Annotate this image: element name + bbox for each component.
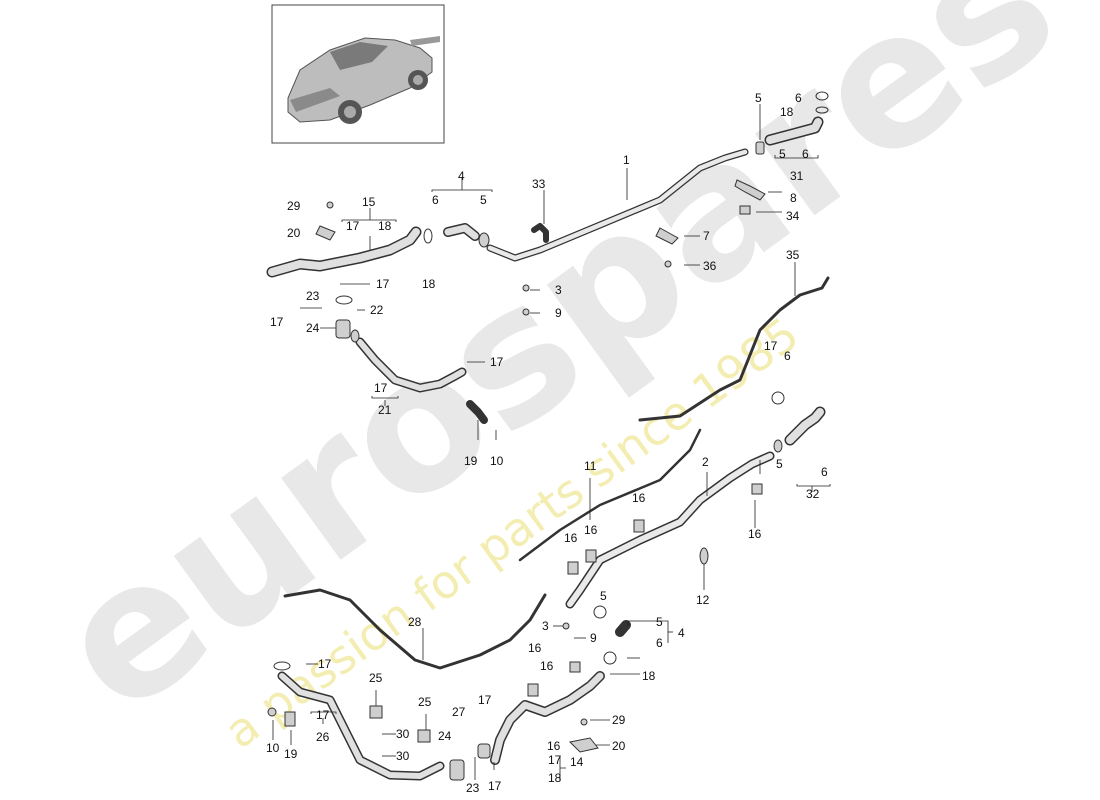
callout-17: 17 — [548, 753, 562, 767]
callout-23: 23 — [466, 781, 480, 795]
callout-16: 16 — [584, 523, 598, 537]
callout-6: 6 — [821, 465, 828, 479]
callout-17: 17 — [764, 339, 778, 353]
callout-16: 16 — [528, 641, 542, 655]
callout-20: 20 — [612, 739, 626, 753]
hose-33 — [531, 223, 549, 243]
callout-5: 5 — [755, 91, 762, 105]
callout-30: 30 — [396, 749, 410, 763]
callout-16: 16 — [564, 531, 578, 545]
callout-19: 19 — [284, 747, 298, 761]
callout-5: 5 — [656, 615, 663, 629]
callout-32: 32 — [806, 487, 820, 501]
callout-16: 16 — [748, 527, 762, 541]
watermark-brand: eurospares — [19, 0, 1092, 756]
callout-12: 12 — [696, 593, 710, 607]
callout-3: 3 — [555, 283, 562, 297]
pipes — [266, 116, 830, 781]
callout-15: 15 — [362, 195, 376, 209]
callout-18: 18 — [780, 105, 794, 119]
callout-4: 4 — [458, 169, 465, 183]
callout-10: 10 — [266, 741, 280, 755]
hardware — [267, 91, 829, 781]
callout-7: 7 — [703, 229, 710, 243]
callout-6: 6 — [432, 193, 439, 207]
callout-26: 26 — [316, 730, 330, 744]
callout-2: 2 — [702, 455, 709, 469]
callout-25: 25 — [369, 671, 383, 685]
callout-24: 24 — [306, 321, 320, 335]
callout-6: 6 — [802, 147, 809, 161]
callout-10: 10 — [490, 454, 504, 468]
callout-5: 5 — [480, 193, 487, 207]
callout-34: 34 — [786, 209, 800, 223]
callout-16: 16 — [540, 659, 554, 673]
callout-25: 25 — [418, 695, 432, 709]
callout-17: 17 — [346, 219, 360, 233]
callout-6: 6 — [656, 636, 663, 650]
callout-17: 17 — [374, 381, 388, 395]
pipe-35 — [638, 276, 830, 422]
watermark: eurospares a passion for parts since 198… — [19, 0, 1092, 759]
callout-35: 35 — [786, 248, 800, 262]
callout-17: 17 — [318, 657, 332, 671]
callout-17: 17 — [490, 355, 504, 369]
pipe-11 — [518, 428, 702, 562]
callout-29: 29 — [287, 199, 301, 213]
callout-18: 18 — [378, 219, 392, 233]
callout-16: 16 — [547, 739, 561, 753]
callout-19: 19 — [464, 454, 478, 468]
pipe-28 — [283, 588, 547, 670]
callout-28: 28 — [408, 615, 422, 629]
callout-17: 17 — [488, 779, 502, 793]
leader-lines — [272, 104, 831, 781]
callout-labels: 1 2 3 3 4 4 5 5 5 5 5 5 6 6 6 6 6 6 7 8 … — [266, 91, 828, 795]
callout-6: 6 — [795, 91, 802, 105]
callout-27: 27 — [452, 705, 466, 719]
callout-8: 8 — [790, 191, 797, 205]
callout-3: 3 — [542, 619, 549, 633]
car-thumbnail — [271, 4, 445, 144]
callout-18: 18 — [422, 277, 436, 291]
callout-5: 5 — [779, 147, 786, 161]
callout-5: 5 — [600, 589, 607, 603]
callout-17: 17 — [478, 693, 492, 707]
callout-17: 17 — [376, 277, 390, 291]
callout-1: 1 — [623, 153, 630, 167]
callout-24: 24 — [438, 729, 452, 743]
callout-22: 22 — [370, 303, 384, 317]
callout-20: 20 — [287, 226, 301, 240]
callout-14: 14 — [570, 755, 584, 769]
callout-36: 36 — [703, 259, 717, 273]
callout-11: 11 — [584, 459, 597, 473]
hose-19 — [466, 400, 488, 424]
callout-9: 9 — [555, 306, 562, 320]
callout-16: 16 — [632, 491, 646, 505]
callout-31: 31 — [790, 169, 804, 183]
callout-17: 17 — [270, 315, 284, 329]
callout-9: 9 — [590, 631, 597, 645]
callout-6: 6 — [784, 349, 791, 363]
callout-33: 33 — [532, 177, 546, 191]
callout-18: 18 — [548, 771, 562, 785]
car-icon — [287, 36, 440, 124]
callout-17: 17 — [316, 708, 330, 722]
callout-18: 18 — [642, 669, 656, 683]
callout-21: 21 — [378, 403, 392, 417]
callout-23: 23 — [306, 289, 320, 303]
callout-29: 29 — [612, 713, 626, 727]
callout-5: 5 — [776, 457, 783, 471]
callout-30: 30 — [396, 727, 410, 741]
callout-4: 4 — [678, 626, 685, 640]
